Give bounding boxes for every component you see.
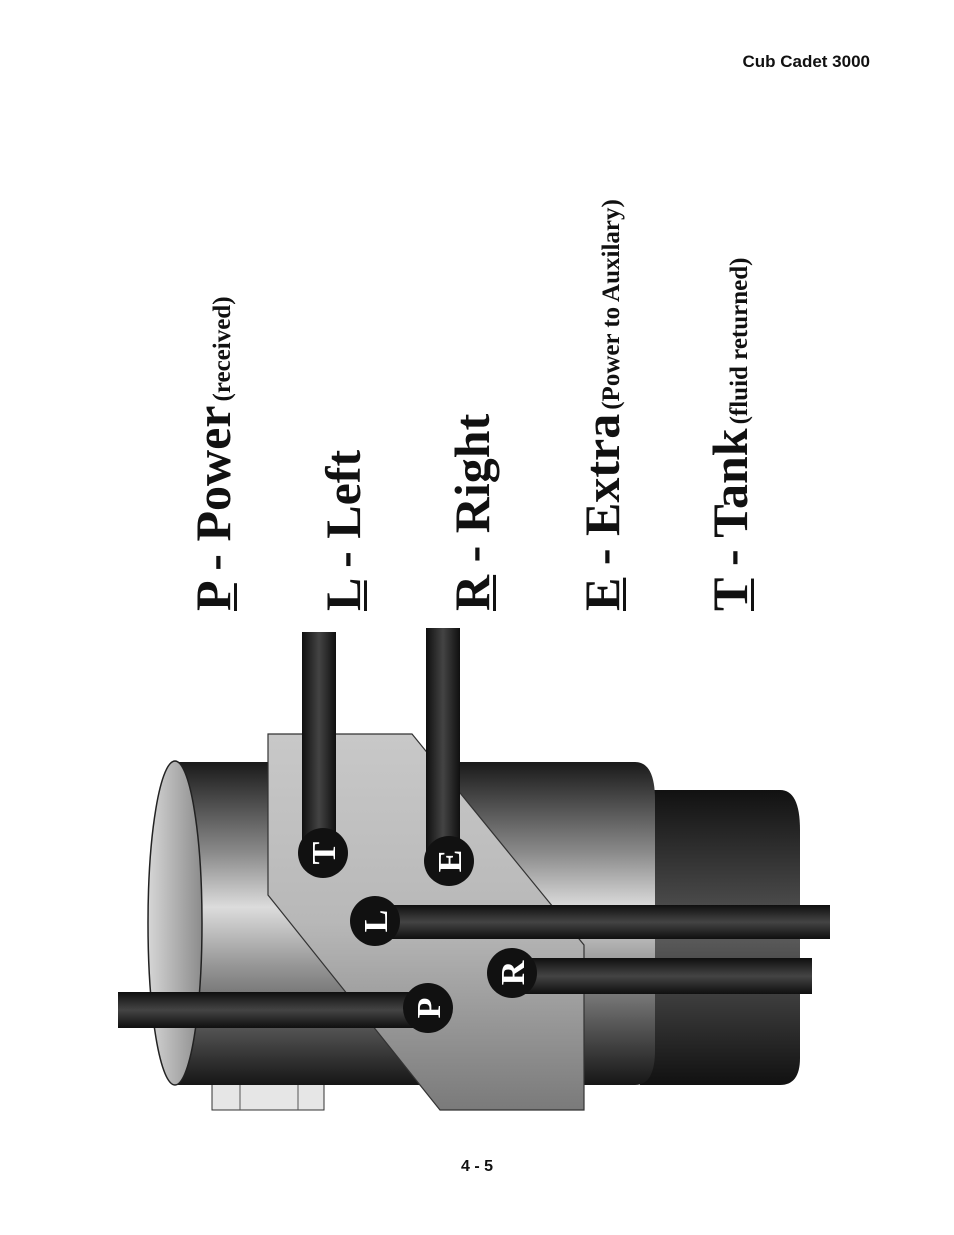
port-e-label: E: [432, 850, 469, 873]
port-p-label: P: [411, 998, 448, 1019]
mounting-tab: [211, 1081, 325, 1111]
page-header-title: Cub Cadet 3000: [742, 52, 870, 71]
port-t-label: T: [306, 841, 343, 864]
hose-right: [516, 958, 812, 994]
port-l-label: L: [358, 910, 395, 933]
hose-power: [118, 992, 424, 1028]
hose-extra: [426, 628, 460, 860]
port-e: E: [424, 836, 474, 886]
hose-tank: [302, 632, 336, 854]
hose-left: [380, 905, 830, 939]
port-p: P: [403, 983, 453, 1033]
port-t: T: [298, 828, 348, 878]
port-r-label: R: [495, 960, 532, 985]
cylinder-end-face: [147, 760, 203, 1086]
port-l: L: [350, 896, 400, 946]
port-r: R: [487, 948, 537, 998]
page-number: 4 - 5: [460, 1158, 493, 1175]
